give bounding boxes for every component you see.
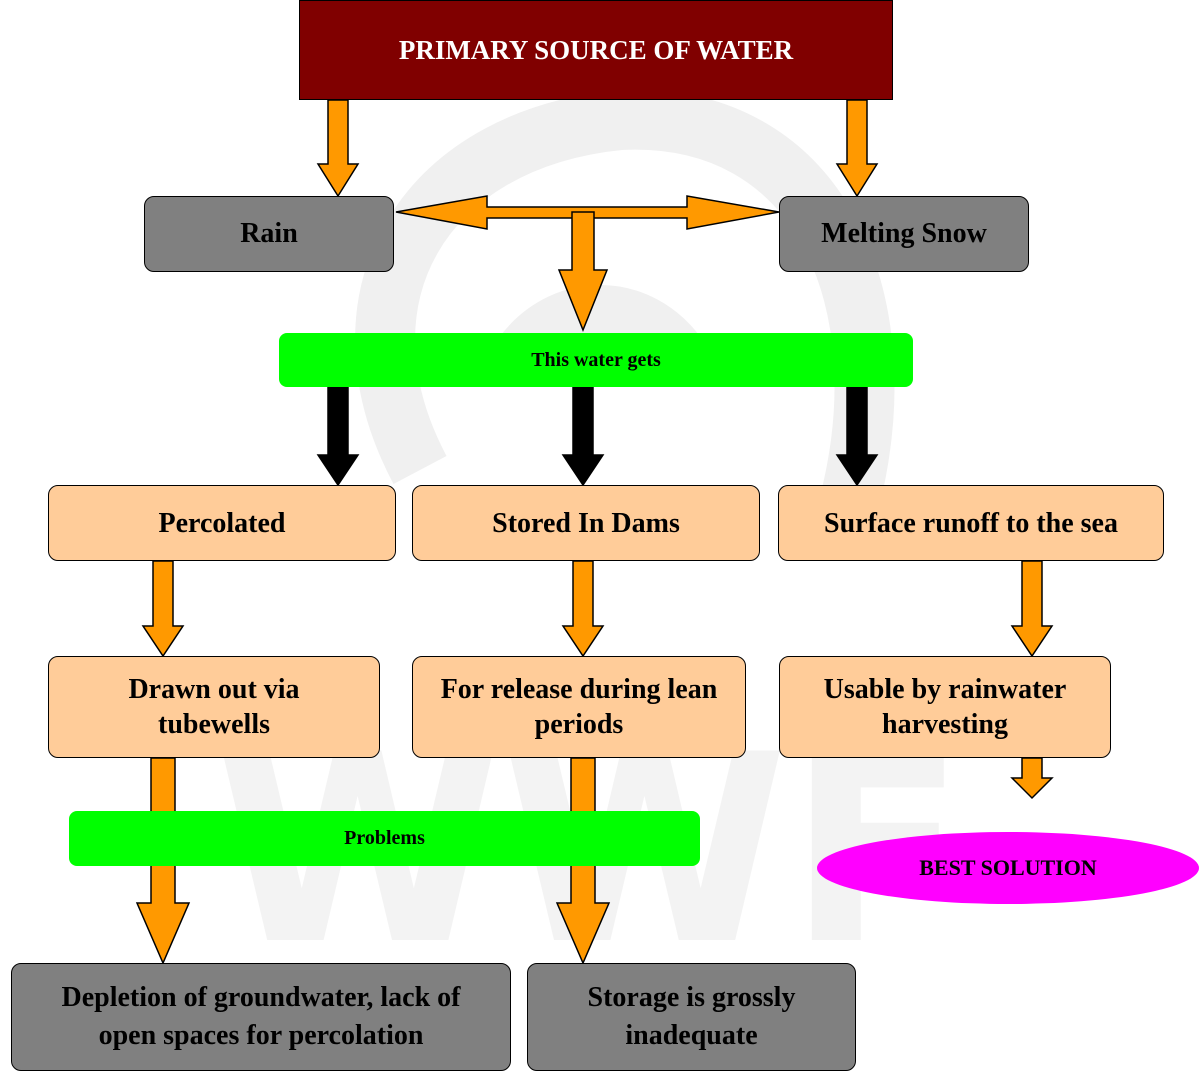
- arrow-to-stored-in-dams: [561, 386, 605, 487]
- arrow-to-this-water-gets: [557, 211, 609, 333]
- melting-snow-node: Melting Snow: [779, 196, 1029, 272]
- primary-source-title: PRIMARY SOURCE OF WATER: [299, 0, 893, 100]
- for-release-node: For release during lean periods: [412, 656, 746, 758]
- arrow-to-surface-runoff: [835, 386, 879, 487]
- arrow-to-usable-harvesting: [1010, 560, 1054, 658]
- usable-harvesting-node: Usable by rainwater harvesting: [779, 656, 1111, 758]
- storage-inadequate-node: Storage is grossly inadequate: [527, 963, 856, 1071]
- this-water-gets-label: This water gets: [279, 333, 913, 387]
- drawn-out-node: Drawn out via tubewells: [48, 656, 380, 758]
- arrow-title-to-snow: [835, 99, 879, 198]
- arrow-to-best-solution: [1010, 757, 1054, 800]
- arrow-to-drawn-out: [141, 560, 185, 658]
- groundwater-depletion-node: Depletion of groundwater, lack of open s…: [11, 963, 511, 1071]
- surface-runoff-node: Surface runoff to the sea: [778, 485, 1164, 561]
- problems-label: Problems: [69, 811, 700, 866]
- arrow-title-to-rain: [316, 99, 360, 198]
- percolated-node: Percolated: [48, 485, 396, 561]
- arrow-to-for-release: [561, 560, 605, 658]
- best-solution-oval: BEST SOLUTION: [817, 832, 1199, 904]
- arrow-to-percolated: [316, 386, 360, 487]
- stored-in-dams-node: Stored In Dams: [412, 485, 760, 561]
- rain-node: Rain: [144, 196, 394, 272]
